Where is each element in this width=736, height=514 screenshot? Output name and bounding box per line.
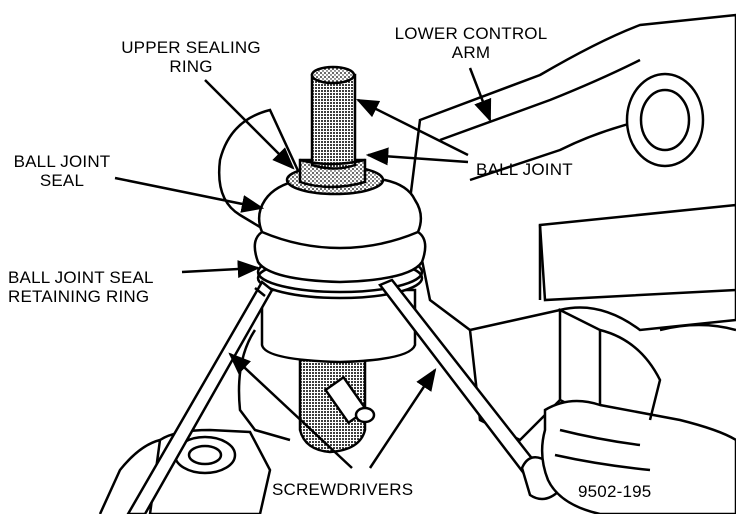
figure-number: 9502-195 bbox=[578, 482, 652, 501]
leader-ball-joint-stud bbox=[355, 98, 469, 157]
leader-screwdriver-right bbox=[368, 368, 437, 469]
label-upper-sealing-ring-line2: RING bbox=[169, 57, 213, 76]
ball-joint-housing bbox=[260, 288, 417, 364]
label-ball-joint: BALL JOINT bbox=[476, 160, 573, 179]
label-ball-joint-seal-line2: SEAL bbox=[39, 171, 85, 190]
leader-lines bbox=[114, 67, 492, 469]
label-lower-control-arm-line2: ARM bbox=[451, 43, 491, 62]
label-retaining-ring-line1: BALL JOINT SEAL bbox=[8, 268, 154, 287]
label-screwdrivers: SCREWDRIVERS bbox=[272, 480, 414, 499]
label-lower-control-arm-line1: LOWER CONTROL bbox=[394, 24, 548, 43]
label-upper-sealing-ring-line1: UPPER SEALING bbox=[121, 38, 261, 57]
label-retaining-ring-line2: RETAINING RING bbox=[8, 287, 150, 306]
label-ball-joint-seal-line1: BALL JOINT bbox=[13, 152, 111, 171]
leader-screwdriver-left bbox=[228, 352, 353, 469]
ball-joint-stud bbox=[298, 65, 367, 189]
leader-retaining-ring bbox=[181, 260, 261, 279]
leader-lower-control-arm bbox=[468, 67, 492, 123]
ball-joint-seal bbox=[253, 178, 427, 284]
leader-upper-sealing-ring bbox=[204, 79, 295, 170]
lower-stud bbox=[298, 358, 376, 454]
hand bbox=[540, 323, 736, 514]
label-ball-joint-seal: BALL JOINT SEAL bbox=[12, 152, 112, 190]
leader-ball-joint-seal bbox=[114, 176, 265, 213]
label-lower-control-arm: LOWER CONTROL ARM bbox=[376, 24, 566, 62]
label-upper-sealing-ring: UPPER SEALING RING bbox=[108, 38, 274, 76]
screwdriver-left bbox=[126, 280, 274, 514]
lower-control-arm bbox=[408, 13, 736, 442]
leader-ball-joint-ring bbox=[365, 147, 469, 166]
label-retaining-ring: BALL JOINT SEAL RETAINING RING bbox=[8, 268, 154, 306]
